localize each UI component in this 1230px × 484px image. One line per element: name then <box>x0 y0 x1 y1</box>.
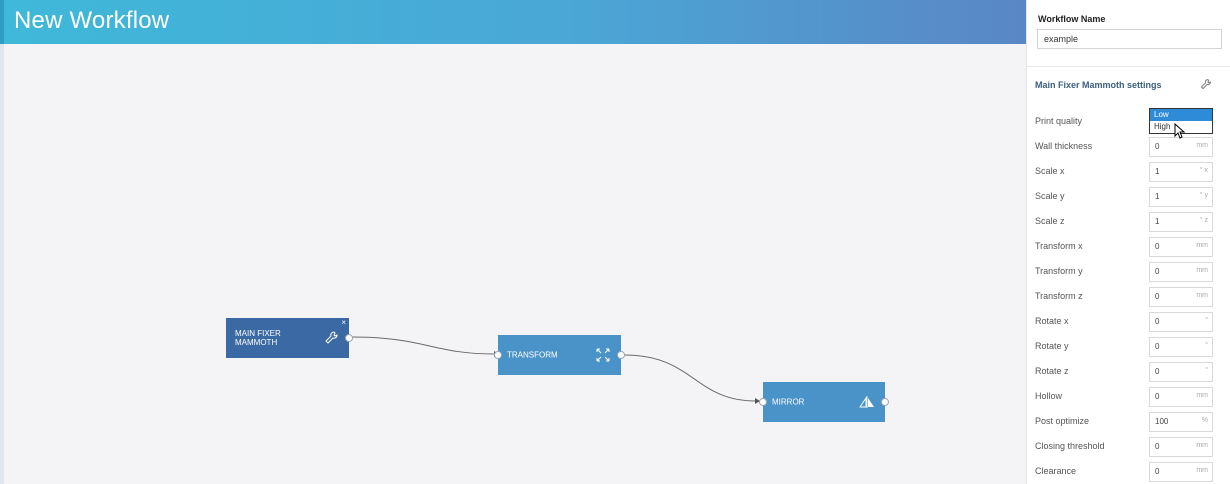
rotate-z-input[interactable]: 0° <box>1149 362 1213 382</box>
wrench-icon[interactable] <box>323 330 339 346</box>
scale-y-input[interactable]: 1° y <box>1149 187 1213 207</box>
wire-fixer-to-transform <box>351 336 495 355</box>
print-quality-select[interactable]: Low High <box>1149 108 1213 134</box>
mouse-cursor-icon <box>1174 123 1186 139</box>
app-header: New Workflow <box>0 0 1026 44</box>
rotate-y-input[interactable]: 0° <box>1149 337 1213 357</box>
scale-x-input[interactable]: 1° x <box>1149 162 1213 182</box>
row-scale-x: Scale x 1° x <box>1027 162 1230 182</box>
scale-z-input[interactable]: 1° z <box>1149 212 1213 232</box>
option-low[interactable]: Low <box>1150 109 1212 121</box>
node-mirror[interactable]: MIRROR <box>759 382 889 422</box>
row-rotate-x: Rotate x 0° <box>1027 312 1230 332</box>
settings-title: Main Fixer Mammoth settings <box>1035 80 1162 90</box>
output-port[interactable] <box>345 334 353 342</box>
wrench-icon[interactable] <box>1199 78 1212 91</box>
row-rotate-y: Rotate y 0° <box>1027 337 1230 357</box>
input-port[interactable] <box>759 398 767 406</box>
settings-panel: Workflow Name example Main Fixer Mammoth… <box>1026 0 1230 484</box>
wire-arrow-mirror <box>755 398 760 404</box>
node-label: MAIN FIXER MAMMOTH <box>235 329 281 347</box>
row-post-optimize: Post optimize 100% <box>1027 412 1230 432</box>
row-rotate-z: Rotate z 0° <box>1027 362 1230 382</box>
node-label: TRANSFORM <box>507 350 558 360</box>
option-high[interactable]: High <box>1154 122 1171 131</box>
node-label: MIRROR <box>772 397 805 407</box>
output-port[interactable] <box>881 398 889 406</box>
mirror-icon[interactable] <box>859 394 875 410</box>
output-port[interactable] <box>617 351 625 359</box>
row-print-quality: Print quality <box>1027 112 1230 132</box>
divider <box>1027 66 1230 67</box>
node-main-fixer-mammoth[interactable]: × MAIN FIXER MAMMOTH <box>226 318 353 358</box>
input-port[interactable] <box>494 351 502 359</box>
row-scale-y: Scale y 1° y <box>1027 187 1230 207</box>
post-optimize-input[interactable]: 100% <box>1149 412 1213 432</box>
node-close-icon[interactable]: × <box>341 318 346 327</box>
workflow-name-input[interactable]: example <box>1037 29 1222 49</box>
page-title: New Workflow <box>14 7 170 34</box>
wire-transform-to-mirror <box>623 354 757 402</box>
node-transform[interactable]: TRANSFORM <box>494 335 625 375</box>
workflow-name-label: Workflow Name <box>1038 14 1106 24</box>
row-scale-z: Scale z 1° z <box>1027 212 1230 232</box>
workflow-canvas[interactable]: × MAIN FIXER MAMMOTH TRANSFORM MIRROR <box>0 44 1026 484</box>
expand-arrows-icon[interactable] <box>595 347 611 363</box>
rotate-x-input[interactable]: 0° <box>1149 312 1213 332</box>
print-quality-label: Print quality <box>1035 116 1083 126</box>
